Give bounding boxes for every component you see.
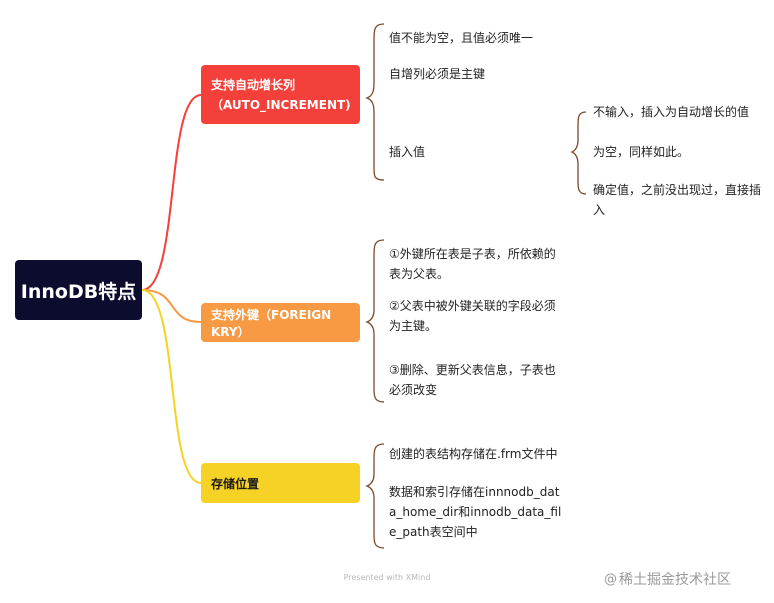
brace-branch3 [365, 443, 385, 549]
leaf-fk-primary-key[interactable]: ②父表中被外键关联的字段必须为主键。 [389, 299, 556, 333]
leaf-data-index-storage[interactable]: 数据和索引存储在innnodb_data_home_dir和innodb_dat… [389, 485, 562, 539]
connector-root-branch2 [141, 289, 202, 323]
brace-insert-values [570, 111, 587, 195]
leaf-specified-value[interactable]: 确定值，之前没出现过，直接插入 [593, 183, 762, 217]
leaf-not-null-unique[interactable]: 值不能为空，且值必须唯一 [389, 31, 534, 45]
leaf-null-same[interactable]: 为空，同样如此。 [593, 145, 690, 159]
watermark-text: 稀土掘金技术社区 [619, 572, 731, 588]
leaf-frm-file[interactable]: 创建的表结构存储在.frm文件中 [389, 447, 558, 461]
branch-foreign-key[interactable]: 支持外键（FOREIGN KRY） [201, 303, 360, 342]
connector-root-branch3 [141, 289, 202, 484]
at-sign-icon: @ [604, 571, 617, 587]
brace-branch1 [365, 23, 385, 181]
root-label: InnoDB特点 [20, 280, 137, 303]
branch-label: 支持自动增长列（AUTO_INCREMENT) [211, 77, 351, 112]
leaf-insert-values[interactable]: 插入值 [389, 145, 426, 159]
root-node[interactable]: InnoDB特点 [15, 260, 142, 320]
brace-branch2 [365, 239, 385, 403]
leaf-no-input[interactable]: 不输入，插入为自动增长的值 [593, 105, 750, 119]
juejin-watermark: @ 稀土掘金技术社区 [604, 569, 731, 589]
connector-root-branch1 [141, 94, 202, 291]
leaf-must-be-primary-key[interactable]: 自增列必须是主键 [389, 67, 486, 81]
branch-storage-location[interactable]: 存储位置 [201, 463, 360, 503]
branch-label: 存储位置 [211, 476, 260, 491]
branch-label: 支持外键（FOREIGN KRY） [211, 307, 332, 339]
branch-auto-increment[interactable]: 支持自动增长列（AUTO_INCREMENT) [201, 65, 360, 124]
xmind-footer: Presented with XMind [343, 573, 431, 582]
leaf-fk-cascade[interactable]: ③删除、更新父表信息，子表也必须改变 [389, 363, 556, 397]
leaf-fk-child-table[interactable]: ①外键所在表是子表，所依赖的表为父表。 [389, 247, 556, 281]
